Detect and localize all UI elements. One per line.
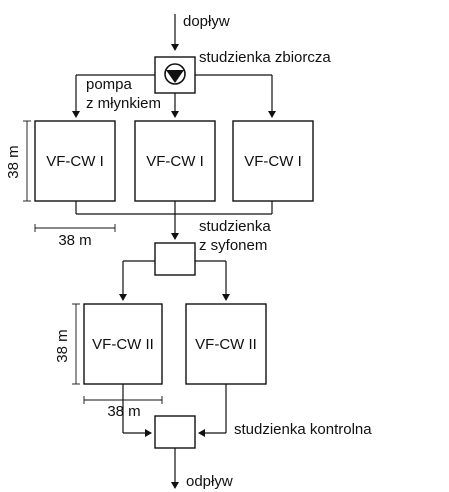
stage1-width-label: 38 m [58, 232, 91, 249]
siphon-well [154, 242, 196, 276]
stage1-bed-2-label: VF-CW I [146, 153, 204, 170]
stage2-bed-1 [83, 303, 163, 385]
siphon-well-label-line2: z syfonem [199, 237, 267, 254]
pump-symbol-icon [164, 63, 186, 85]
stage1-bed-1 [34, 120, 116, 202]
stage2-width-label: 38 m [107, 403, 140, 420]
stage2-bed-2 [185, 303, 267, 385]
stage1-bed-3 [232, 120, 314, 202]
siphon-well-label-line1: studzienka [199, 218, 271, 235]
stage1-height-label: 38 m [5, 145, 22, 178]
stage1-bed-1-label: VF-CW I [46, 153, 104, 170]
inflow-label: dopływ [183, 13, 230, 30]
stage2-bed-2-label: VF-CW II [195, 336, 257, 353]
control-well [154, 415, 196, 449]
collection-well-label: studzienka zbiorcza [199, 49, 331, 66]
pump-label-line2: z młynkiem [86, 95, 161, 112]
control-well-label: studzienka kontrolna [234, 421, 372, 438]
pump-label-line1: pompa [86, 76, 133, 93]
outflow-label: odpływ [186, 473, 233, 490]
stage2-bed-1-label: VF-CW II [92, 336, 154, 353]
stage1-bed-3-label: VF-CW I [244, 153, 302, 170]
stage2-height-label: 38 m [54, 329, 71, 362]
